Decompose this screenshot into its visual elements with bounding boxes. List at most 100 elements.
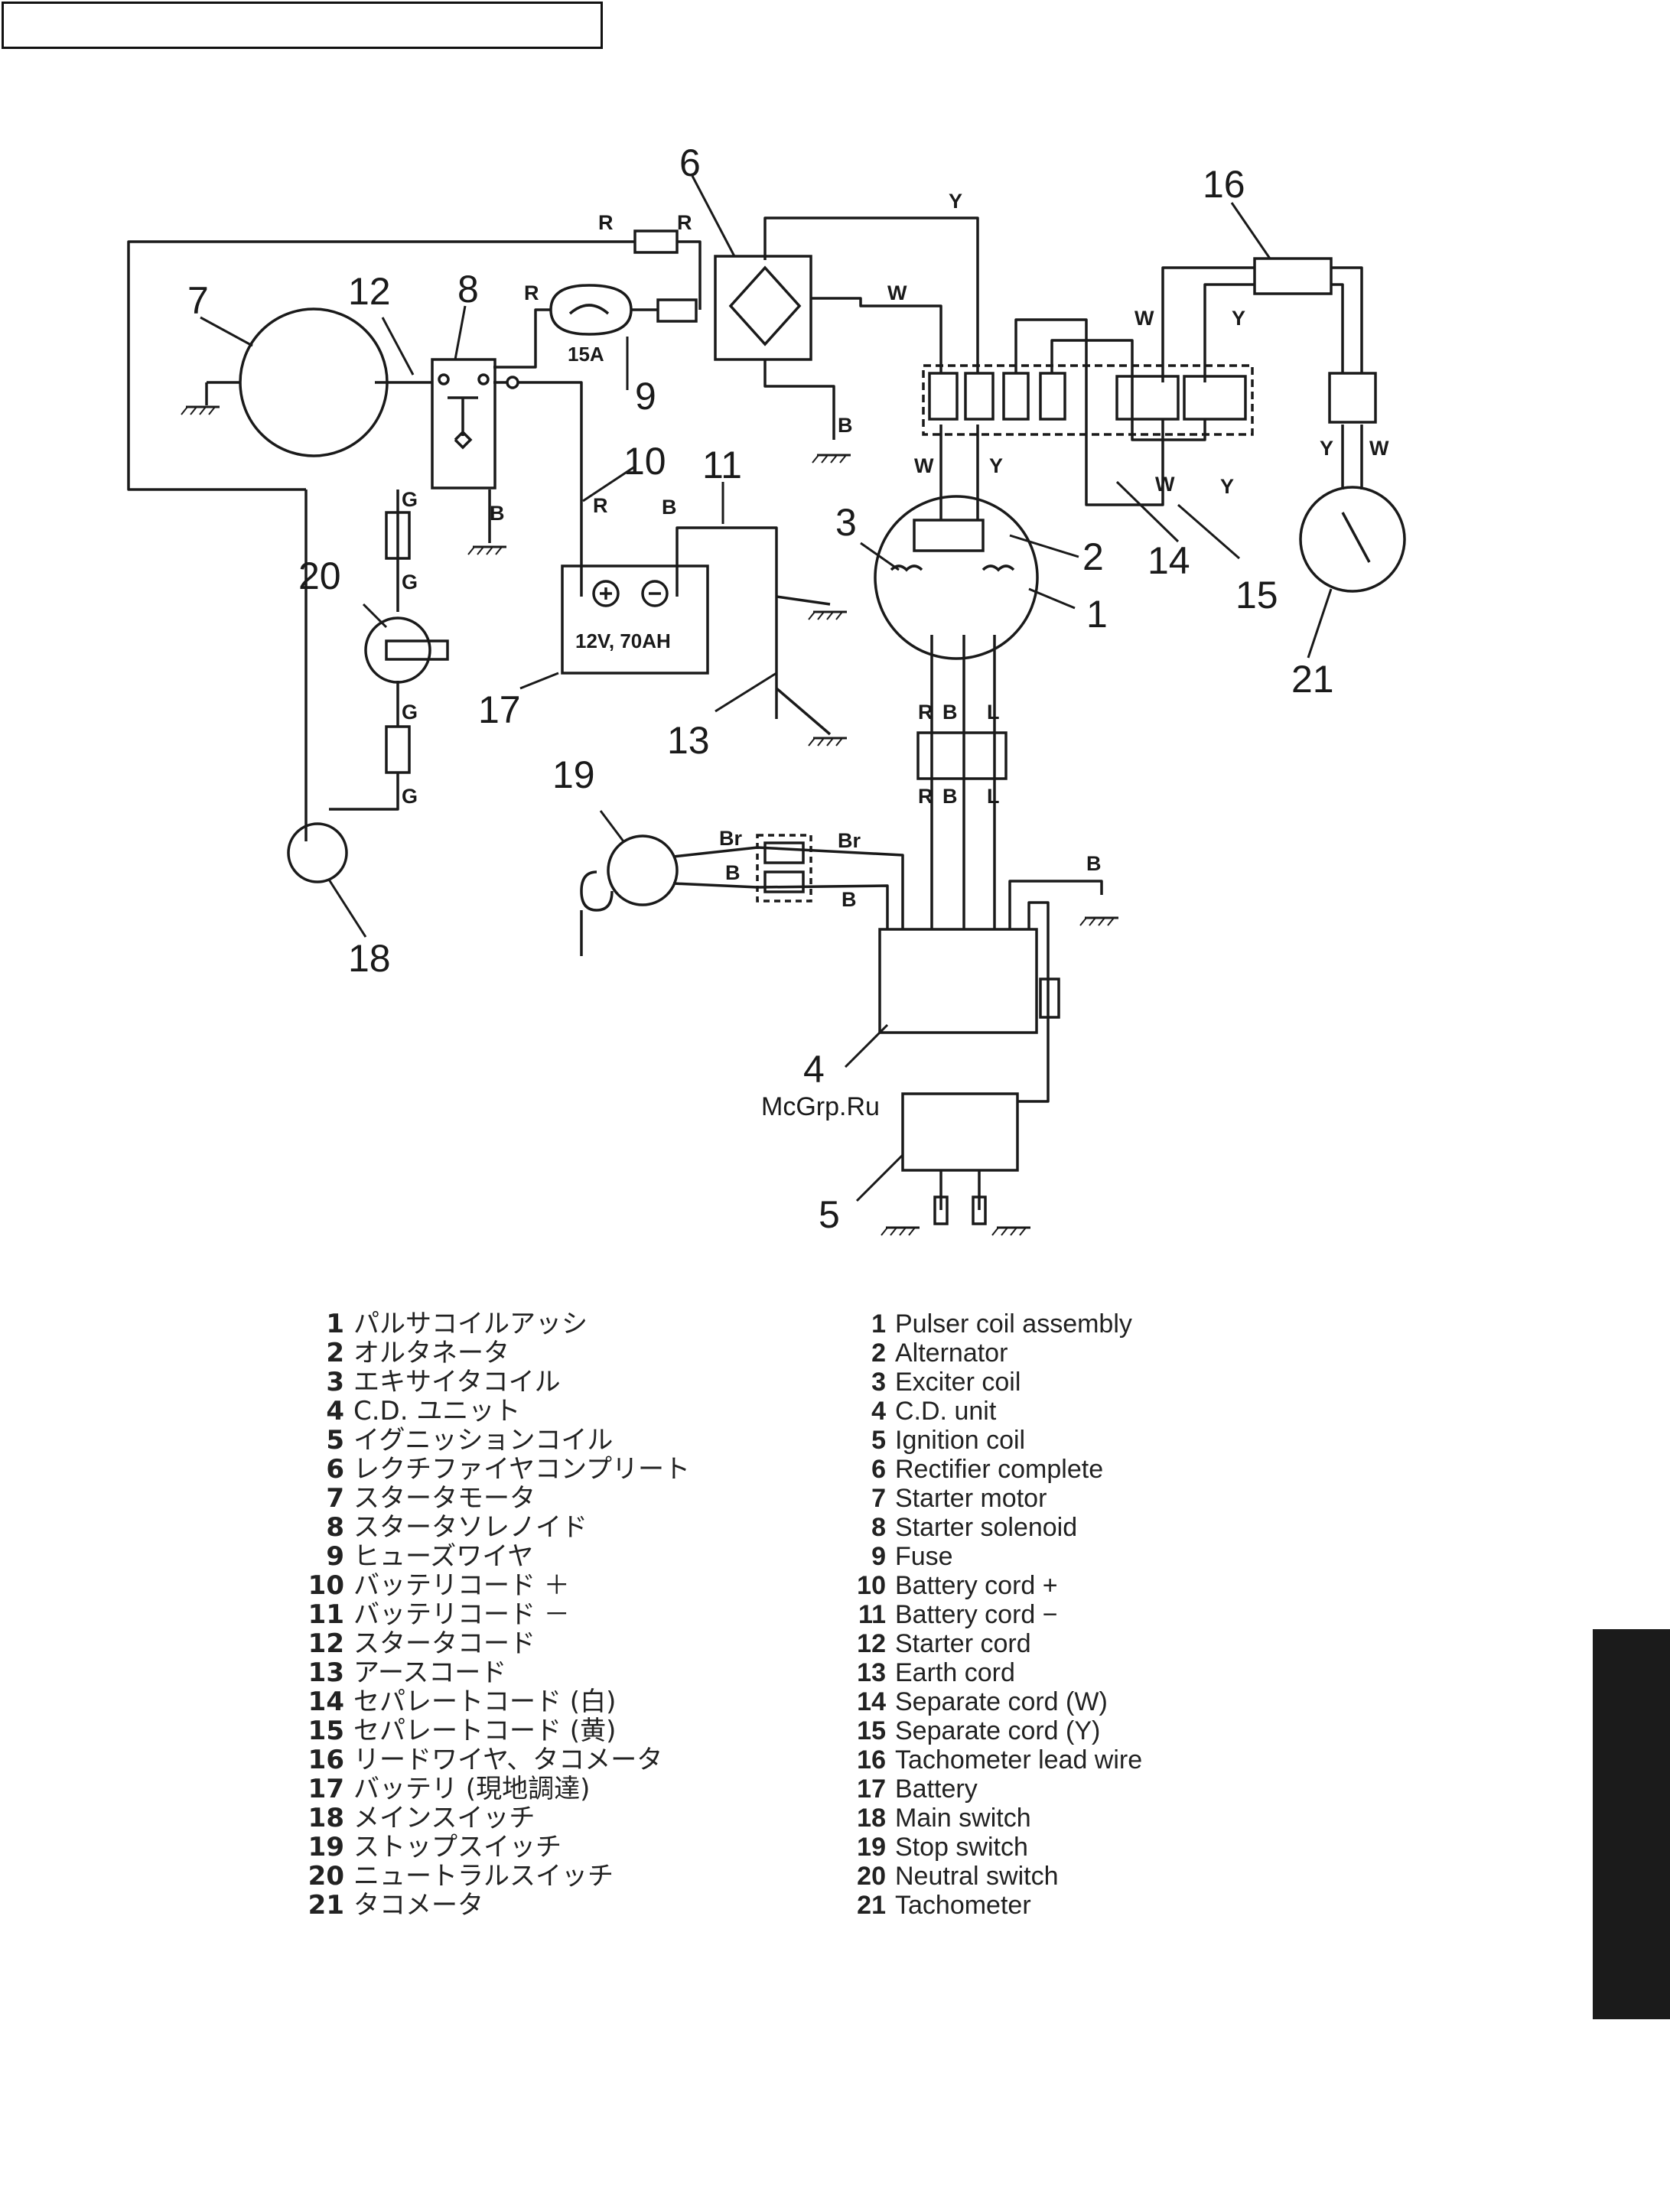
wire-code-yellow-tach: Y [1320, 437, 1333, 460]
wire-code-green-2: G [402, 571, 418, 594]
legend-item-label: Stop switch [895, 1833, 1028, 1862]
tachometer [1299, 486, 1406, 593]
legend-item-label: Tachometer lead wire [895, 1745, 1143, 1774]
battery [561, 564, 709, 675]
legend-item-label: ヒューズワイヤ [353, 1541, 534, 1572]
callout-19: 19 [552, 753, 595, 796]
alternator [874, 495, 1039, 660]
wire-code-black-solenoid: B [490, 502, 505, 525]
wire-code-black-stop-1: B [725, 861, 741, 884]
wire-red-fuse [493, 308, 551, 369]
starter-solenoid [431, 358, 496, 490]
legend-item-label: Separate cord (Y) [895, 1716, 1101, 1745]
wire-code-yellow-top: Y [949, 190, 962, 213]
legend-item-number: 6 [871, 1455, 886, 1484]
wire-code-green-1: G [402, 488, 418, 511]
legend-item-label: メインスイッチ [353, 1803, 536, 1833]
wire-code-blue-rbl-bottom: L [987, 785, 1000, 808]
legend-item-number: 5 [326, 1425, 344, 1456]
legend-item-number: 16 [308, 1745, 344, 1775]
legend-item-label: Battery cord + [895, 1571, 1058, 1600]
rectifier [714, 255, 812, 361]
legend-item-number: 18 [308, 1803, 344, 1833]
legend-item-label: セパレートコード (黄) [353, 1716, 617, 1746]
legend-item-label: Starter cord [895, 1629, 1031, 1658]
wire-cd-ground [1008, 880, 1103, 929]
connector-rbl [916, 731, 1008, 780]
wire-rectifier-yellow [763, 216, 979, 373]
wire-code-red-1: R [598, 211, 614, 234]
legend-item-label: セパレートコード (白) [353, 1687, 617, 1717]
wire-separate-yellow [1050, 339, 1206, 441]
legend-item-number: 5 [871, 1426, 886, 1455]
wire-cd-ignition [1017, 901, 1050, 1103]
cd-unit [878, 928, 1038, 1034]
legend-item-label: Main switch [895, 1804, 1031, 1833]
callout-11: 11 [702, 444, 742, 486]
main-switch [287, 822, 348, 883]
legend-item-label: Fuse [895, 1542, 953, 1571]
connector-green-2 [385, 725, 411, 774]
callout-12: 12 [348, 270, 391, 313]
callout-2: 2 [1082, 535, 1104, 578]
legend-item-number: 11 [308, 1599, 344, 1630]
legend-item-number: 4 [871, 1397, 886, 1426]
wire-tach-white-out [1161, 266, 1255, 382]
legend-item-label: Separate cord (W) [895, 1687, 1108, 1716]
callout-13: 13 [667, 719, 710, 762]
wire-code-black-battery: B [662, 496, 677, 519]
fuse [549, 284, 633, 336]
legend-item-label: ニュートラルスイッチ [353, 1861, 614, 1892]
legend-item-label: Tachometer [895, 1891, 1031, 1920]
legend-item-number: 16 [857, 1745, 886, 1774]
legend-item-number: 10 [857, 1571, 886, 1600]
legend-item-number: 17 [857, 1774, 886, 1804]
legend-item-number: 15 [308, 1716, 344, 1746]
legend-item-number: 10 [308, 1570, 344, 1601]
wire-battery-positive [493, 381, 583, 597]
legend-item: 20 ニュートラルスイッチ [306, 1862, 690, 1891]
wire-code-white-14: W [1155, 473, 1175, 496]
legend-item-label: パルサコイルアッシ [353, 1309, 588, 1339]
legend-item-label: スタータソレノイド [353, 1512, 588, 1543]
tachometer-lead-body [1253, 257, 1333, 295]
legend-item-number: 20 [308, 1861, 344, 1892]
connector-cd [1039, 978, 1060, 1019]
connector-green-1 [385, 511, 411, 560]
battery-rating: 12V, 70AH [575, 629, 671, 652]
wire-earth-1 [776, 595, 831, 606]
wire-main-red [127, 240, 635, 491]
stop-switch [607, 834, 679, 906]
wire-earth-2 [775, 687, 832, 736]
legend-item: 10 Battery cord + [848, 1571, 1142, 1600]
wire-code-black-cd: B [1086, 852, 1102, 875]
wire-code-brown-2: Br [838, 829, 861, 852]
callout-1: 1 [1086, 593, 1108, 636]
legend-item-number: 11 [858, 1600, 886, 1629]
fuse-rating: 15A [568, 343, 604, 366]
header-box [2, 2, 603, 49]
connector-tach [1328, 372, 1377, 424]
legend-item-number: 6 [326, 1454, 344, 1485]
